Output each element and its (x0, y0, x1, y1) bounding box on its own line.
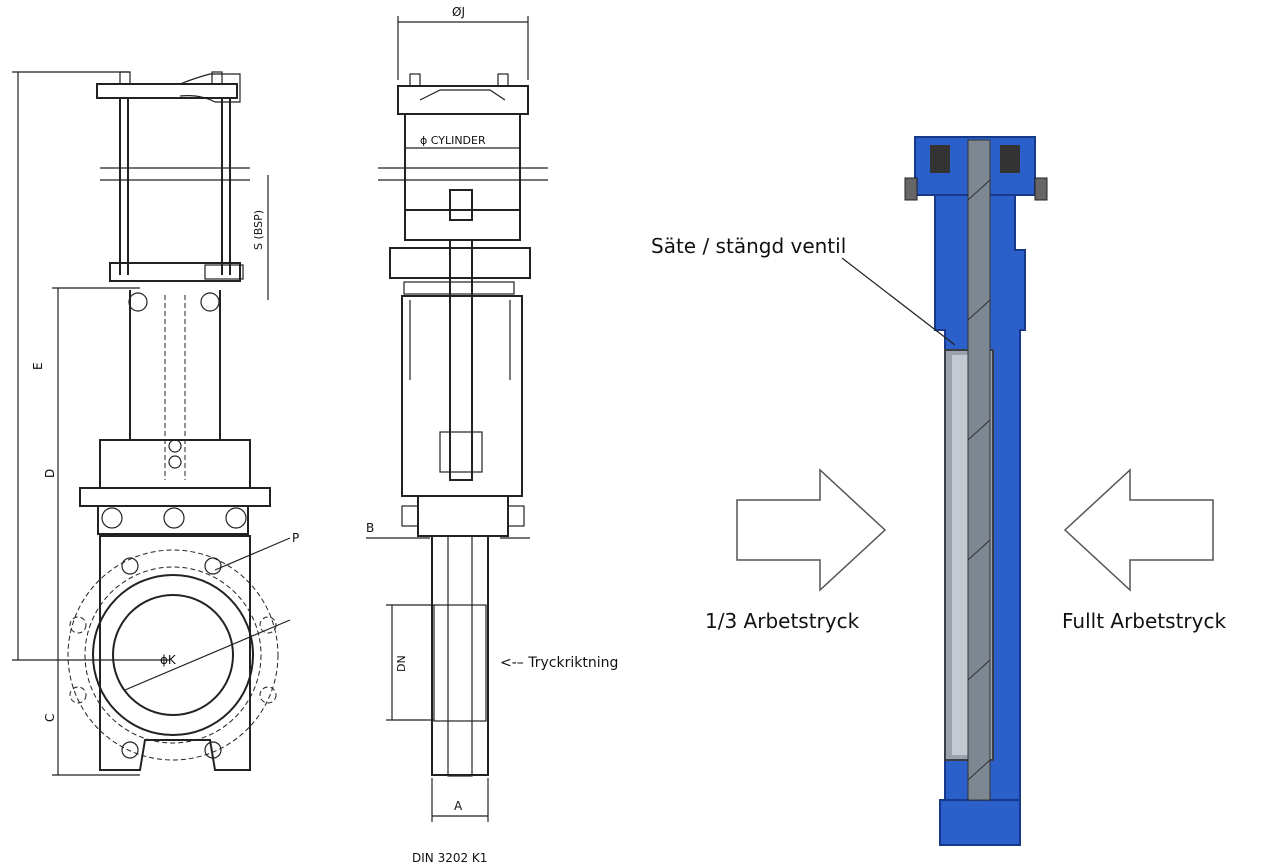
right-pressure-label: Fullt Arbetstryck (1062, 609, 1226, 633)
standard-label: DIN 3202 K1 (412, 851, 487, 865)
dim-k-label: ϕK (160, 653, 177, 667)
dim-c-label: C (43, 714, 57, 722)
seat-label: Säte / stängd ventil (651, 234, 846, 258)
front-view: E D C S (BSP) (12, 71, 299, 776)
dim-j-label: ØJ (452, 5, 465, 19)
pressure-direction-note: <-– Tryckriktning (500, 655, 618, 671)
side-view: ØJ ϕ CYLINDER B (366, 5, 618, 865)
left-pressure-label: 1/3 Arbetstryck (705, 609, 860, 633)
dim-e-label: E (31, 362, 45, 370)
dim-cylinder-label: ϕ CYLINDER (420, 134, 486, 147)
arrow-left-icon (1063, 468, 1214, 592)
dim-b-label: B (366, 521, 374, 535)
dim-d-label: D (43, 469, 57, 478)
dim-p-label: P (292, 531, 299, 545)
dim-dn-label: DN (395, 655, 408, 672)
dim-s-label: S (BSP) (252, 210, 265, 250)
dim-a-label: A (454, 799, 463, 813)
arrow-right-icon (736, 468, 887, 592)
section-view: Säte / stängd ventil 1/3 Arbetstryck Ful… (651, 136, 1226, 846)
